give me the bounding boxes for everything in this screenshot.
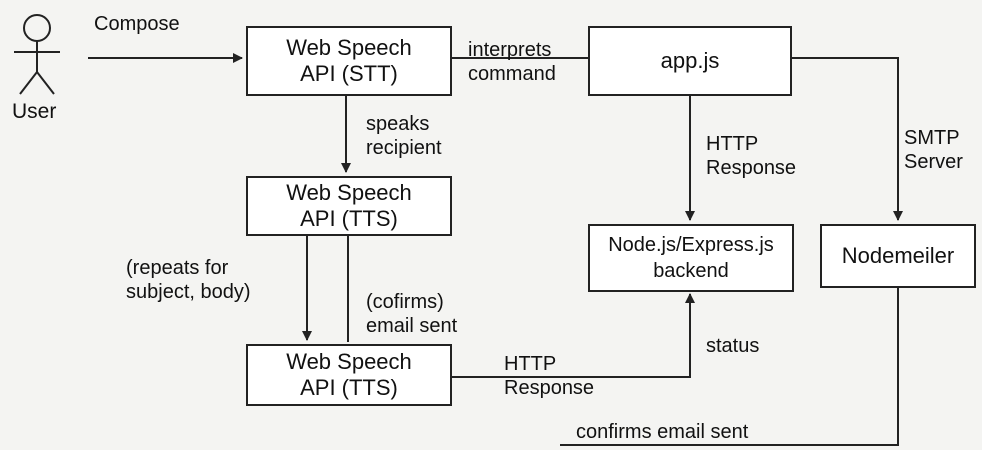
web-speech-tts-box-2: Web Speech API (TTS) <box>246 344 452 406</box>
appjs-box: app.js <box>588 26 792 96</box>
web-speech-stt-box: Web Speech API (STT) <box>246 26 452 96</box>
user-label: User <box>12 100 57 123</box>
repeats-label: (repeats for subject, body) <box>126 257 251 303</box>
http-response-tts-label: HTTP Response <box>504 353 595 399</box>
user-stick-figure <box>14 14 60 95</box>
confirms-email-sent-label: confirms email sent <box>576 421 749 443</box>
arrow-tts2-to-backend <box>452 293 695 378</box>
smtp-server-label: SMTP Server <box>904 127 963 173</box>
speaks-recipient-label: speaks recipient <box>366 113 442 159</box>
backend-box: Node.js/Express.js backend <box>588 224 794 292</box>
interprets-command-label: interprets command <box>468 39 556 85</box>
compose-label: Compose <box>94 13 180 35</box>
confirms-email-sent-tts-label: (cofirms) email sent <box>366 291 458 337</box>
web-speech-tts-box-1: Web Speech API (TTS) <box>246 176 452 236</box>
nodemailer-box: Nodemeiler <box>820 224 976 288</box>
arrow-appjs-to-nodemailer <box>792 57 903 221</box>
status-label: status <box>706 335 760 357</box>
line-nodemailer-confirms <box>560 288 899 446</box>
http-response-appjs-label: HTTP Response <box>706 133 797 179</box>
